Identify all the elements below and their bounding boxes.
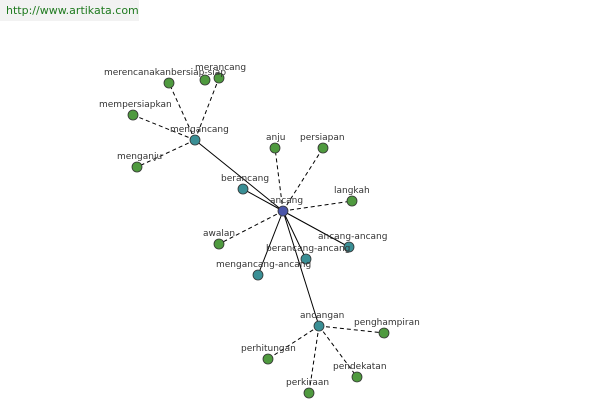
edge-ancangan-perkiraan [308,325,320,394]
node-perkiraan[interactable] [303,387,315,399]
node-label-pendekatan: pendekatan [333,362,387,372]
node-label-anju: anju [266,133,285,143]
edge-ancangan-penghampiran [318,325,385,334]
edge-ancangan-pendekatan [318,325,358,378]
node-label-ancangan: ancangan [300,311,344,321]
node-label-merancang: merancang [195,63,246,73]
node-awalan[interactable] [213,238,225,250]
node-label-perkiraan: perkiraan [286,378,329,388]
edge-ancang-ancang-ancang [282,210,350,248]
node-bersiap-siap[interactable] [199,74,211,86]
node-mempersiapkan[interactable] [127,109,139,121]
node-anju[interactable] [269,142,281,154]
edge-ancang-berancang [242,188,284,212]
node-merencanakan[interactable] [163,77,175,89]
node-mengancang-ancang[interactable] [252,269,264,281]
node-ancangan[interactable] [313,320,325,332]
node-pendekatan[interactable] [351,371,363,383]
node-label-persiapan: persiapan [300,133,345,143]
source-url[interactable]: http://www.artikata.com [0,0,139,21]
node-label-berancang-ancang: berancang-ancang [266,244,350,254]
node-label-merencanakan: merencanakan [104,68,171,78]
node-berancang-ancang[interactable] [300,253,312,265]
edge-mengancang-menganju [136,139,196,168]
node-label-awalan: awalan [203,229,235,239]
node-label-mempersiapkan: mempersiapkan [99,100,172,110]
node-label-perhitungan: perhitungan [241,344,296,354]
edge-ancang-anju [274,147,284,212]
node-perhitungan[interactable] [262,353,274,365]
nodes-layer [127,72,390,399]
node-label-penghampiran: penghampiran [354,318,420,328]
node-label-mengancang: mengancang [170,125,229,135]
node-persiapan[interactable] [317,142,329,154]
edge-ancang-mengancang-ancang [257,210,284,276]
edge-ancang-ancangan [282,210,320,327]
node-merancang[interactable] [213,72,225,84]
edge-ancang-mengancang [194,139,284,212]
node-label-langkah: langkah [334,186,370,196]
node-label-ancang: ancang [270,196,303,206]
edge-ancang-awalan [218,210,284,245]
node-penghampiran[interactable] [378,327,390,339]
edges-layer [132,77,385,394]
node-mengancang[interactable] [189,134,201,146]
edge-ancangan-perhitungan [267,325,320,360]
node-label-bersiap-siap: bersiap-siap [171,68,226,78]
node-label-menganju: menganju [117,152,162,162]
node-berancang[interactable] [237,183,249,195]
node-langkah[interactable] [346,195,358,207]
edge-ancang-berancang-ancang [282,210,307,260]
node-ancang-ancang[interactable] [343,241,355,253]
edge-mengancang-merencanakan [168,82,196,141]
node-label-ancang-ancang: ancang-ancang [318,232,387,242]
node-label-berancang: berancang [221,174,269,184]
node-label-mengancang-ancang: mengancang-ancang [216,260,311,270]
edge-ancang-persiapan [282,147,324,212]
node-ancang[interactable] [277,205,289,217]
node-menganju[interactable] [131,161,143,173]
labels-layer: ancang mengancang berancang berancang-ancan… [99,63,420,388]
edge-ancang-langkah [282,200,353,212]
